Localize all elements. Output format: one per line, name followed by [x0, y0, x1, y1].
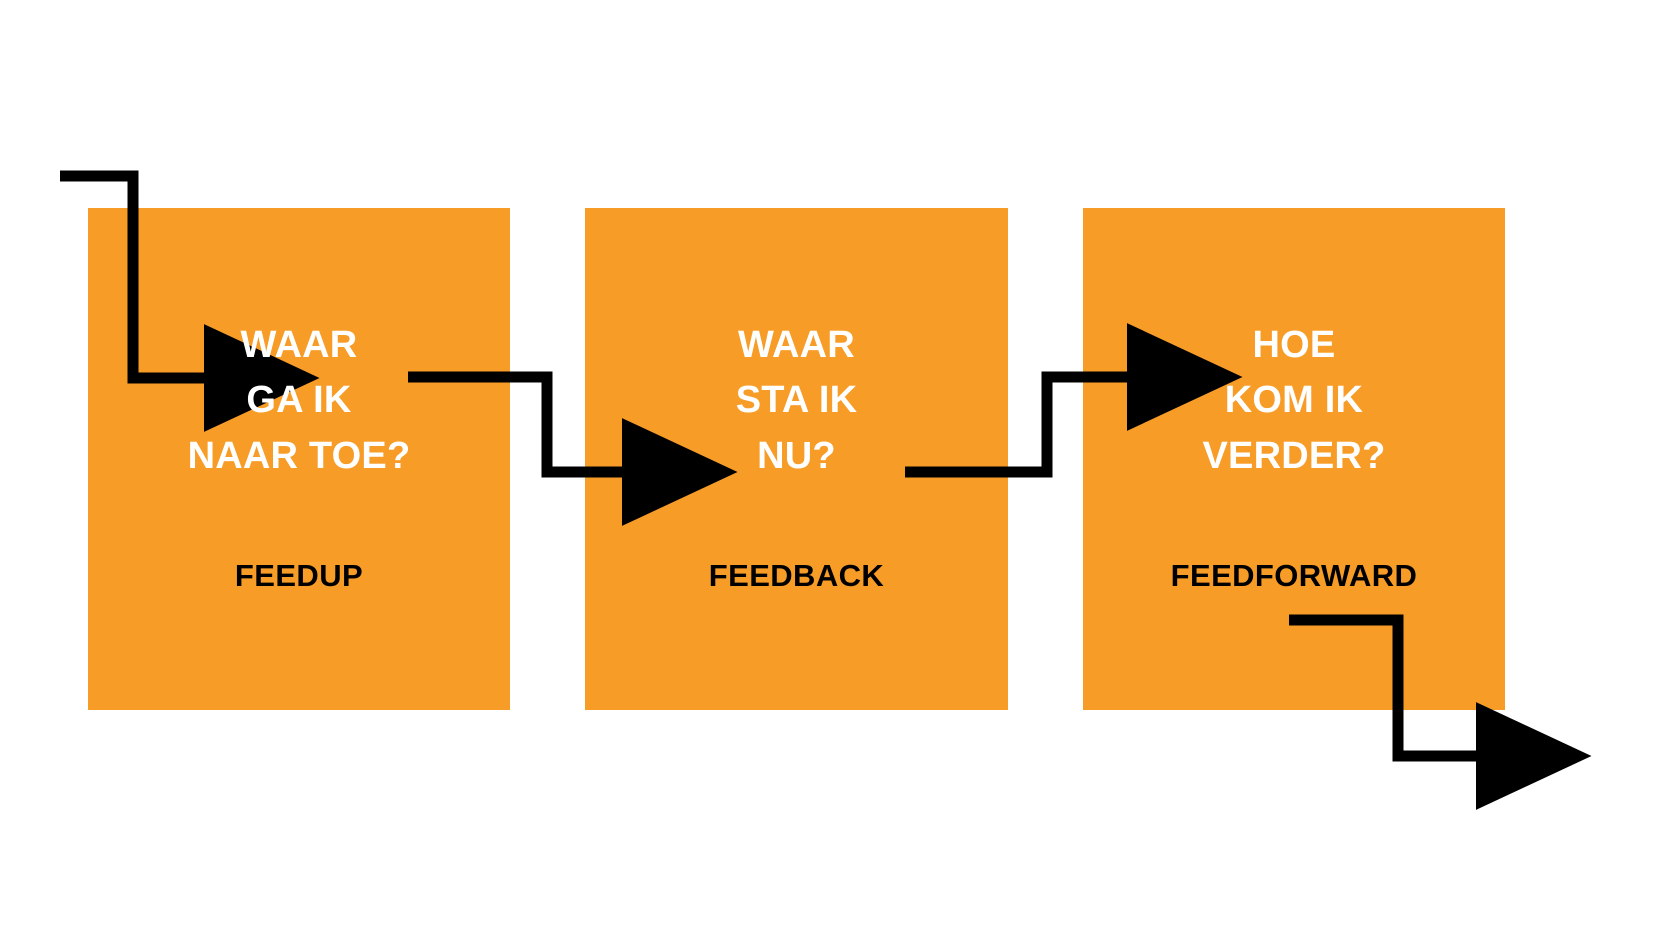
- exit-arrow: [1289, 614, 1592, 810]
- connector-feedup-to-feedback: [408, 371, 738, 526]
- stage-box-feedup: [88, 208, 510, 710]
- entry-arrow: [60, 170, 320, 432]
- stage-box-feedforward: [1083, 208, 1505, 710]
- connector-feedback-to-feedforward: [905, 323, 1243, 478]
